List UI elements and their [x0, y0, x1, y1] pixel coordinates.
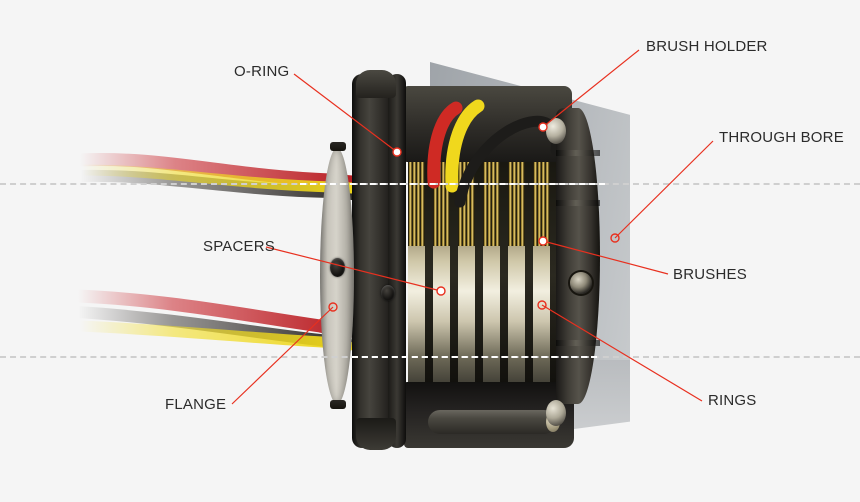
callout-leader-brush-holder [542, 49, 640, 128]
end-bell-ring [556, 200, 600, 206]
yellow-wire [76, 164, 358, 194]
lower-datum-line-highlight [352, 356, 597, 358]
brush-bristles [408, 150, 425, 246]
callout-dot-flange [328, 302, 338, 312]
callout-label-through-bore: THROUGH BORE [719, 129, 844, 146]
callout-dot-o-ring [392, 147, 402, 157]
yellow-lead [445, 99, 485, 193]
ring-spacer [500, 150, 508, 402]
ring-stack [406, 150, 566, 402]
callout-leader-flange [231, 306, 334, 405]
callout-label-brushes: BRUSHES [673, 266, 747, 283]
brush-bristles [508, 150, 525, 246]
callout-label-o-ring: O-RING [234, 63, 290, 80]
upper-datum-line-highlight [300, 183, 605, 185]
ring-spacer [550, 150, 560, 402]
body-cap-bottom [356, 418, 396, 450]
end-screw [570, 272, 592, 294]
red-wire [71, 289, 355, 339]
ring-spacer [450, 150, 458, 402]
callout-leader-rings [541, 304, 703, 402]
end-bell-ring [556, 340, 600, 346]
callout-leader-brushes [542, 240, 669, 275]
body-hole [381, 285, 395, 301]
callout-label-brush-holder: BRUSH HOLDER [646, 38, 768, 55]
callout-leader-o-ring [293, 73, 398, 153]
callout-dot-rings [537, 300, 547, 310]
brush-bristles [483, 150, 500, 246]
callout-dot-spacers [436, 286, 446, 296]
brush-bristles [533, 150, 550, 246]
body-cap-top [356, 70, 396, 98]
callout-label-spacers: SPACERS [203, 238, 275, 255]
flange-mounting-hole [330, 258, 345, 277]
callout-label-flange: FLANGE [165, 396, 227, 413]
body-front-ridge [388, 74, 406, 448]
bottom-rod [428, 410, 556, 434]
ring-spacer [525, 150, 533, 402]
red-wire [73, 153, 359, 189]
callout-leader-through-bore [614, 140, 714, 239]
flange-tab-bottom [330, 400, 346, 409]
ring-spacer [425, 150, 433, 402]
callout-dot-brushes [538, 236, 548, 246]
callout-label-rings: RINGS [708, 392, 757, 409]
red-lead [427, 101, 463, 189]
yellow-wire [74, 320, 354, 352]
callout-leader-spacers [265, 246, 442, 292]
flange-tab-top [330, 142, 346, 151]
through-bore-end-bell [556, 108, 600, 404]
callout-dot-through-bore [610, 233, 620, 243]
end-bell-ring [556, 150, 600, 156]
brush-holder-screw-bottom [546, 400, 566, 426]
ring-spacer [475, 150, 483, 402]
callout-dot-brush-holder [538, 122, 548, 132]
brush-holder-screw-top [546, 118, 566, 144]
